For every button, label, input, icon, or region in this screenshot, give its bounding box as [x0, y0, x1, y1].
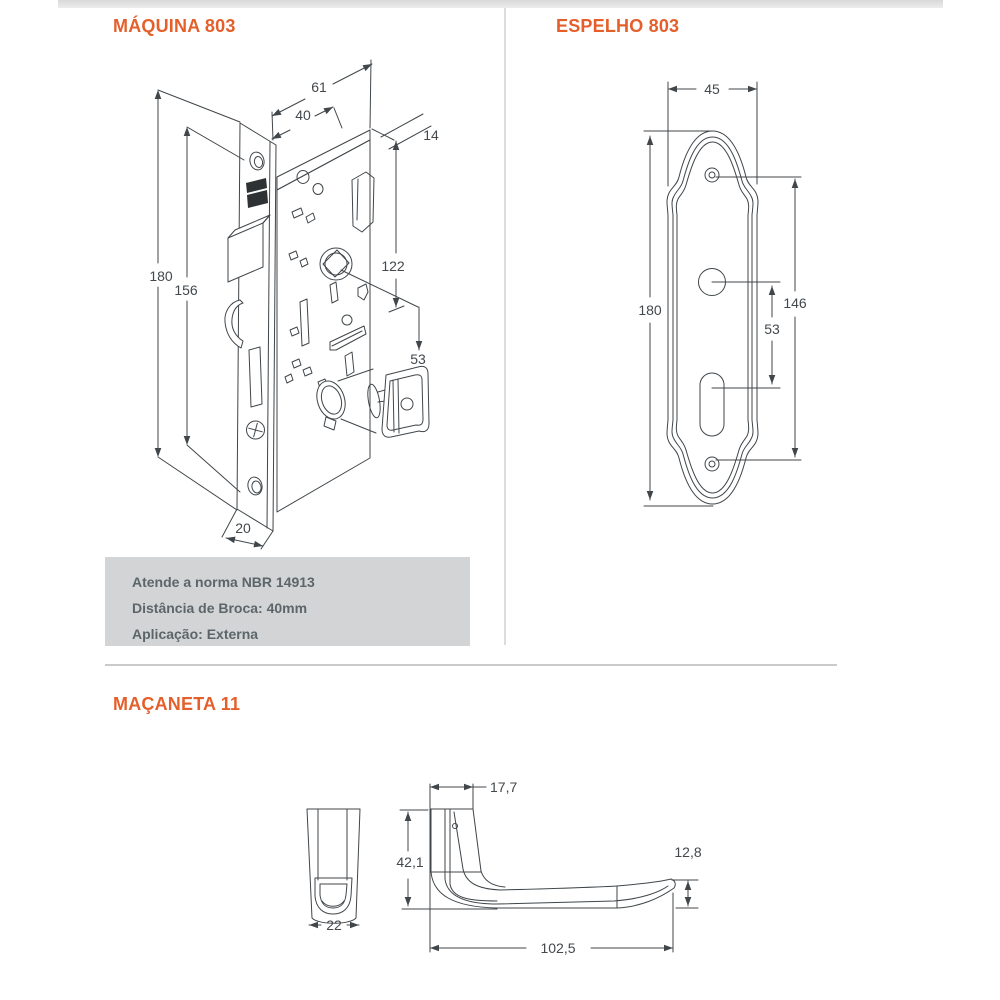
macaneta-dimensions: 17,7 42,1 12,8 102,5: [396, 779, 701, 956]
dim-label-180: 180: [149, 268, 173, 284]
aux-latch: [224, 299, 244, 349]
dim-label-40: 40: [295, 107, 311, 123]
handle-end-view: 22: [306, 808, 361, 933]
bottom-screw-hole: [704, 456, 720, 472]
maquina-dimensions: 61 40 14 180 156 122 53 20: [149, 59, 439, 550]
mechanism-details: [284, 170, 375, 389]
dim-label-45: 45: [704, 81, 720, 97]
column-divider: [504, 8, 506, 645]
dim-label-61: 61: [311, 79, 327, 95]
dim-label-53: 53: [764, 321, 780, 337]
dim-label-146: 146: [783, 295, 807, 311]
lock-case: [276, 129, 371, 513]
top-screw-hole: [704, 167, 720, 183]
key-cylinder: [316, 365, 430, 438]
note-line: Atende a norma NBR 14913: [132, 574, 315, 590]
follower-hub: [319, 247, 353, 281]
dim-label-14: 14: [423, 127, 439, 143]
brand-logo-mark: [246, 178, 267, 193]
espelho-dimensions: 45 180 146 53: [638, 81, 807, 507]
note-line: Aplicação: Externa: [132, 626, 259, 642]
dim-label-102-5: 102,5: [540, 940, 575, 956]
phillips-screw: [248, 422, 263, 438]
note-line: Distância de Broca: 40mm: [132, 600, 308, 616]
macaneta-title: MAÇANETA 11: [113, 694, 241, 714]
espelho-title: ESPELHO 803: [556, 16, 680, 36]
lock-faceplate: [236, 122, 277, 532]
dim-label-20: 20: [235, 520, 251, 536]
latch-bolt: [227, 214, 271, 283]
top-cropped-bar: [58, 0, 943, 8]
espelho-plate-drawing: 45 180 146 53: [638, 81, 807, 507]
compliance-note-box: Atende a norma NBR 14913 Distância de Br…: [105, 557, 470, 646]
maquina-lock-drawing: 61 40 14 180 156 122 53 20: [149, 59, 439, 550]
dim-label-180: 180: [638, 302, 662, 318]
dim-label-22: 22: [326, 917, 342, 933]
dim-label-17-7: 17,7: [490, 779, 517, 795]
section-divider: [105, 664, 837, 666]
dim-label-42-1: 42,1: [396, 854, 423, 870]
dim-label-156: 156: [174, 282, 198, 298]
handle-side-view: [430, 808, 676, 909]
dim-label-12-8: 12,8: [674, 844, 701, 860]
keyhole: [699, 372, 725, 437]
escutcheon-plate: [666, 130, 759, 505]
maquina-title: MÁQUINA 803: [113, 16, 236, 36]
macaneta-handle-drawing: 22: [306, 779, 702, 956]
brand-logo-mark: [247, 190, 268, 208]
dim-label-122: 122: [381, 258, 405, 274]
dim-label-53: 53: [410, 351, 426, 367]
